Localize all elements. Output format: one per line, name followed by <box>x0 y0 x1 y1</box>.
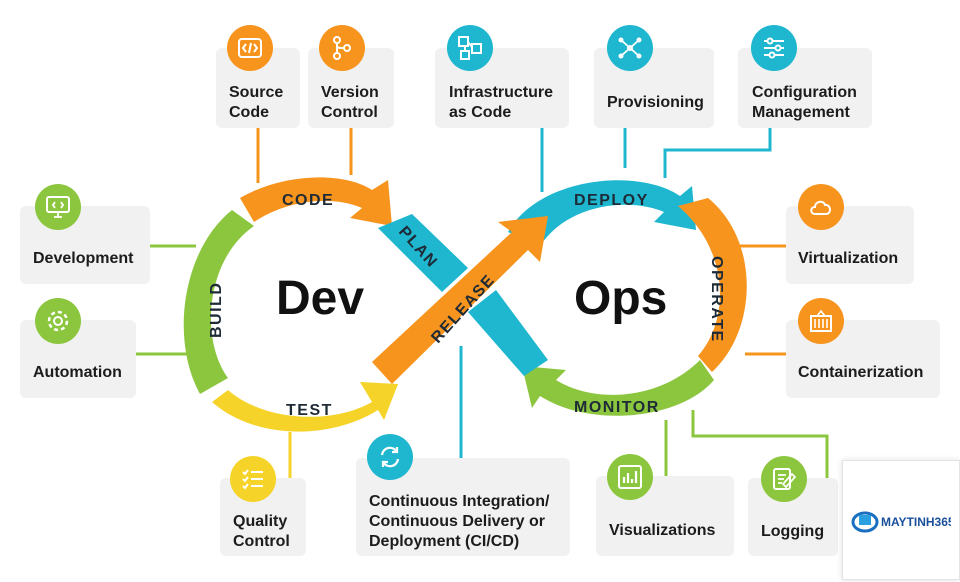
card-visualizations-label: Visualizations <box>609 522 716 539</box>
card-configuration-label: Configuration Management <box>752 84 857 121</box>
card-logging-label: Logging <box>761 523 825 540</box>
card-version-control-label: Version Control <box>321 84 379 121</box>
card-ci-cd-label: Continuous Integration/ Continuous Deliv… <box>369 493 550 550</box>
stage-monitor: MONITOR <box>574 399 660 416</box>
container-icon <box>798 298 844 344</box>
sliders-icon <box>751 25 797 71</box>
network-nodes-icon <box>607 25 653 71</box>
build-arc <box>183 210 254 394</box>
card-development-label: Development <box>33 250 134 267</box>
stage-build: BUILD <box>208 282 225 338</box>
network-blocks-icon <box>447 25 493 71</box>
gear-icon <box>35 298 81 344</box>
stage-test: TEST <box>286 402 333 419</box>
maytinh365-logo: MAYTINH365 <box>842 460 960 580</box>
card-virtualization-label: Virtualization <box>798 250 899 267</box>
operate-arc <box>678 198 747 372</box>
card-quality-control-label: Quality Control <box>233 513 290 550</box>
card-infrastructure-label: Infrastructure as Code <box>449 84 554 121</box>
card-provisioning-label: Provisioning <box>607 94 704 111</box>
connector-logging <box>691 410 829 478</box>
stage-code: CODE <box>282 192 334 209</box>
release-arrow <box>372 216 548 384</box>
code-arc <box>240 177 392 226</box>
card-containerization-label: Containerization <box>798 364 924 381</box>
dev-title: Dev <box>276 272 364 325</box>
watermark-brand: MAYTINH365 <box>881 515 951 529</box>
ops-title: Ops <box>574 272 667 325</box>
monitor-code-icon <box>35 184 81 230</box>
deploy-arc <box>508 180 696 246</box>
connector-configuration <box>663 127 772 178</box>
card-automation-label: Automation <box>33 364 122 381</box>
log-edit-icon <box>761 456 807 502</box>
bar-chart-icon <box>607 454 653 500</box>
release-to-monitor-band <box>468 290 548 376</box>
card-configuration-management: Configuration Management <box>738 48 872 128</box>
cloud-icon <box>798 184 844 230</box>
card-containerization: Containerization <box>786 320 940 398</box>
refresh-cycle-icon <box>367 434 413 480</box>
code-brackets-icon <box>227 25 273 71</box>
stage-operate: OPERATE <box>708 256 725 343</box>
test-arc <box>212 382 398 432</box>
stage-deploy: DEPLOY <box>574 192 649 209</box>
card-source-code-label: Source Code <box>229 84 284 121</box>
monitor-arc <box>522 360 714 416</box>
git-branch-icon <box>319 25 365 71</box>
maytinh365-logo-icon: MAYTINH365 <box>851 511 951 533</box>
checklist-icon <box>230 456 276 502</box>
plan-arrow <box>378 214 468 292</box>
